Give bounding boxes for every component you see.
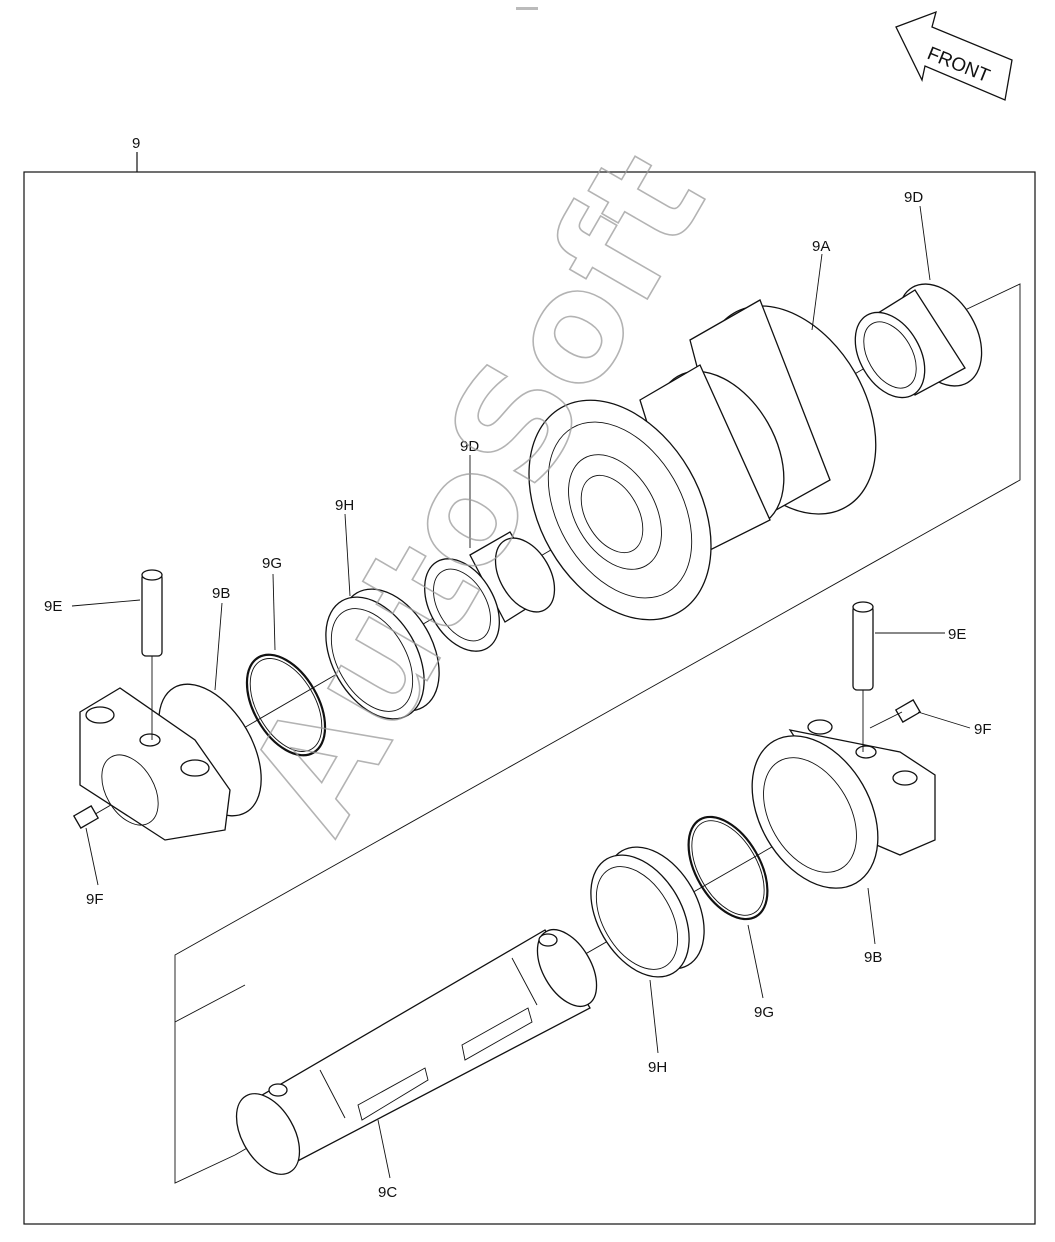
oring-right bbox=[687, 815, 769, 921]
pin-left bbox=[141, 569, 163, 740]
bushing-right bbox=[854, 283, 983, 399]
oring-left bbox=[245, 653, 327, 757]
plug-left bbox=[72, 805, 100, 886]
explode-boundary-inner bbox=[174, 984, 246, 1023]
shaft bbox=[235, 929, 598, 1175]
callout-bushing-right: 9D bbox=[904, 189, 923, 206]
callout-oring-left: 9G bbox=[262, 555, 282, 572]
collar-right bbox=[751, 719, 936, 889]
callout-shaft: 9C bbox=[378, 1184, 397, 1201]
callout-pin-left: 9E bbox=[44, 598, 62, 615]
callout-collar-left: 9B bbox=[212, 585, 230, 602]
explode-boundary bbox=[174, 283, 1021, 1184]
callout-oring-right: 9G bbox=[754, 1004, 774, 1021]
callout-plug-left: 9F bbox=[86, 891, 104, 908]
pin-right bbox=[852, 601, 874, 752]
callout-seal-left: 9H bbox=[335, 497, 354, 514]
callouts: 9D 9A 9D 9H 9G 9B 9E 9F 9E 9F 9B 9G 9H 9… bbox=[44, 189, 992, 1201]
assembly-label: 9 bbox=[132, 135, 140, 152]
plug-right bbox=[869, 699, 922, 729]
callout-seal-right: 9H bbox=[648, 1059, 667, 1076]
collar-left bbox=[79, 683, 262, 841]
bushing-left bbox=[424, 531, 556, 652]
callout-collar-right: 9B bbox=[864, 949, 882, 966]
callout-roller: 9A bbox=[812, 238, 830, 255]
seal-right bbox=[590, 846, 705, 978]
header-mark bbox=[516, 7, 538, 10]
seal-left bbox=[325, 588, 440, 720]
assembly-frame bbox=[23, 171, 1036, 1225]
roller bbox=[528, 299, 877, 621]
front-arrow: FRONT bbox=[895, 10, 1013, 101]
callout-plug-right: 9F bbox=[974, 721, 992, 738]
callout-bushing-left: 9D bbox=[460, 438, 479, 455]
callout-pin-right: 9E bbox=[948, 626, 966, 643]
